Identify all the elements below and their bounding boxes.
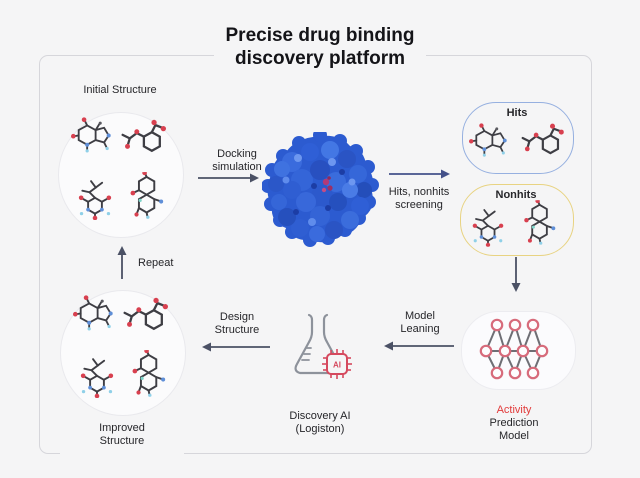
page-title: Precise drug binding discovery platform [0,24,640,70]
barbiturate-molecule-icon [76,174,114,220]
prediction-model-label: Prediction Model [489,417,539,442]
down-arrow-icon [511,257,521,292]
ai-chip-icon: AI [322,349,352,379]
barbiturate-molecule-icon [78,352,116,398]
discovery-ai-label: Discovery AI (Logiston) [289,410,351,435]
docking-arrow-icon [198,173,259,183]
activity-label: Activity [496,404,532,416]
fused-ring-molecule-icon [126,350,168,397]
initial-structure-label: Initial Structure [83,84,157,96]
improved-structure-group [60,290,186,416]
flask-icon: AI [294,313,352,379]
screening-arrow-icon [389,169,450,179]
caffeine-molecule-icon [73,295,113,335]
repeat-arrow-label: Repeat [138,257,174,269]
page-title-text: Precise drug binding discovery platform [213,24,427,70]
caffeine-molecule-icon [71,117,111,157]
design-structure-arrow-icon [202,342,270,352]
hits-group [462,102,574,174]
protein-structure-icon [262,132,379,247]
screening-arrow-label: Hits, nonhits screening [388,186,450,211]
model-learning-arrow-icon [384,341,454,351]
aspirin-molecule-icon [120,118,166,157]
nonhits-group [460,184,574,256]
neural-network-icon [479,318,549,380]
nonhits-label: Nonhits [495,189,537,201]
hits-label: Hits [506,107,528,119]
repeat-arrow-icon [117,246,127,279]
bound-ligand-icon [321,176,333,193]
model-learning-arrow-label: Model Leaning [400,310,440,335]
ai-chip-label: AI [333,361,341,370]
fused-ring-molecule-icon [124,172,166,219]
aspirin-molecule-icon [122,296,168,335]
design-structure-arrow-label: Design Structure [214,311,260,336]
improved-structure-label: Improved Structure [60,420,184,456]
activity-prediction-model-label: Activity Prediction Model [466,404,562,453]
initial-structure-group [58,112,184,238]
protein-surface-bumps [262,132,379,247]
docking-arrow-label: Docking simulation [212,148,262,173]
